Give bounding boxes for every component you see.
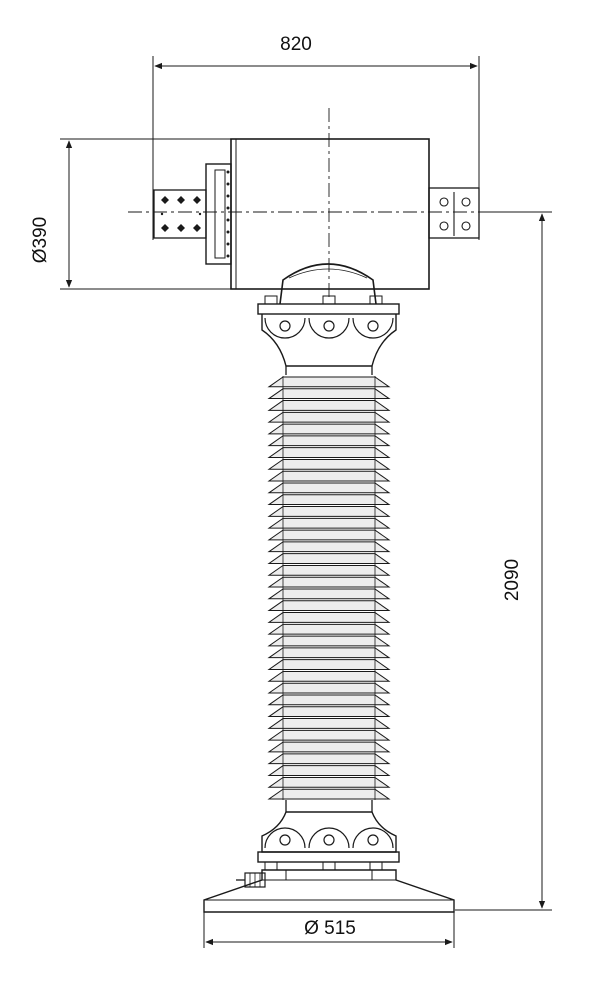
insulator-shed (267, 423, 391, 435)
insulator-shed (267, 517, 391, 529)
insulator-shed (267, 564, 391, 576)
insulator-shed (267, 623, 391, 635)
insulator-shed (267, 506, 391, 517)
top-flange-bolts (264, 295, 383, 305)
insulator-shed (267, 376, 391, 388)
insulator-core (282, 376, 376, 800)
insulator-shed (267, 435, 391, 447)
bottom-flange-bolts (264, 861, 383, 871)
insulator-shed (267, 706, 391, 718)
insulator-shed (267, 447, 391, 458)
center-lines (128, 108, 532, 300)
dimension-head-diameter: Ø390 (30, 138, 232, 290)
insulator-sheds (267, 376, 391, 800)
insulator-shed (267, 635, 391, 647)
flange-bolts-left (226, 170, 230, 258)
insulator-shed (267, 776, 391, 788)
dimension-height-label: 2090 (502, 559, 523, 601)
dimension-base-diameter-label: Ø 515 (304, 918, 356, 939)
dome (279, 263, 377, 305)
insulator-shed (267, 718, 391, 729)
insulator-shed (267, 741, 391, 753)
dimension-height: 2090 (455, 211, 552, 911)
insulator-shed (267, 588, 391, 600)
dimension-head-diameter-label: Ø390 (30, 217, 51, 263)
insulator-shed (267, 729, 391, 741)
insulator-shed (267, 541, 391, 553)
insulator-shed (267, 753, 391, 765)
insulator-shed (267, 612, 391, 623)
ground-terminal (236, 872, 266, 888)
insulator-shed (267, 576, 391, 588)
insulator-shed (267, 670, 391, 682)
insulator-shed (267, 411, 391, 423)
insulator-shed (267, 553, 391, 564)
terminal-pad-right (428, 187, 480, 239)
insulator-shed (267, 647, 391, 659)
top-flange (257, 295, 400, 375)
insulator-shed (267, 494, 391, 506)
dimension-base-diameter: Ø 515 (203, 912, 455, 948)
insulator-shed (267, 482, 391, 494)
base (203, 869, 455, 913)
insulator-shed (267, 400, 391, 411)
dimension-width-label: 820 (280, 34, 312, 55)
terminal-pad-left (153, 189, 207, 239)
insulator-shed (267, 765, 391, 776)
insulator-shed (267, 682, 391, 694)
head-tank (153, 138, 480, 290)
insulator-shed (267, 458, 391, 470)
dimension-width: 820 (152, 34, 480, 240)
insulator-shed (267, 694, 391, 706)
insulator-shed (267, 659, 391, 670)
insulator-shed (267, 600, 391, 612)
bottom-flange (257, 800, 400, 871)
insulator-shed (267, 529, 391, 541)
insulator-shed (267, 470, 391, 482)
insulator-shed (267, 788, 391, 800)
insulator-shed (267, 388, 391, 400)
